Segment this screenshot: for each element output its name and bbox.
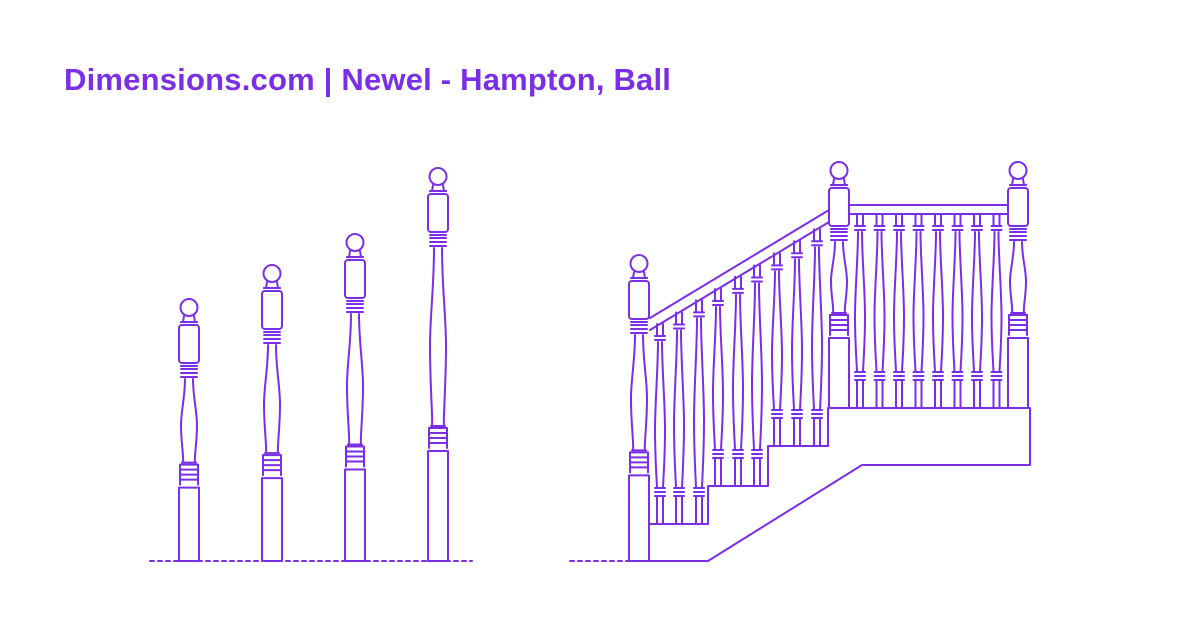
baluster-sloped-7 bbox=[771, 252, 783, 447]
handrail-sloped bbox=[649, 209, 830, 331]
baluster-sloped-4 bbox=[712, 287, 724, 487]
baluster-sloped-3 bbox=[693, 299, 705, 525]
stair-stringer bbox=[649, 407, 1031, 562]
upper-block bbox=[344, 259, 366, 299]
baluster-level-4 bbox=[912, 213, 925, 409]
base-block bbox=[261, 477, 283, 562]
baluster-sloped-2 bbox=[673, 311, 685, 525]
baluster-sloped-9 bbox=[811, 228, 823, 447]
upper-block bbox=[427, 193, 449, 233]
ball-finial bbox=[428, 167, 448, 186]
base-block bbox=[628, 474, 650, 563]
stair-newel-bottom bbox=[628, 254, 650, 563]
baluster-level-2 bbox=[873, 213, 886, 409]
newel-post-set bbox=[149, 167, 473, 563]
baluster-level-8 bbox=[990, 213, 1003, 409]
base-block bbox=[828, 337, 850, 409]
base-block bbox=[1007, 337, 1029, 409]
upper-block bbox=[828, 187, 850, 227]
upper-block bbox=[261, 290, 283, 330]
ball-finial bbox=[1008, 161, 1028, 180]
newel-post-3 bbox=[344, 233, 366, 562]
newel-post-1 bbox=[178, 298, 200, 563]
stair-newel-landing bbox=[828, 161, 850, 409]
ball-finial bbox=[629, 254, 649, 273]
base-block bbox=[427, 449, 449, 562]
baluster-level-1 bbox=[854, 213, 866, 409]
baluster-sloped-1 bbox=[654, 322, 666, 525]
page-title: Dimensions.com | Newel - Hampton, Ball bbox=[64, 62, 672, 97]
newel-post-4 bbox=[427, 167, 449, 562]
ball-finial bbox=[345, 233, 365, 252]
staircase-elevation bbox=[569, 161, 1031, 563]
stair-newel-top bbox=[1007, 161, 1029, 409]
baluster-sloped-5 bbox=[732, 275, 744, 487]
newel-post-2 bbox=[261, 264, 283, 562]
baluster-sloped-6 bbox=[751, 264, 763, 487]
baluster-level-6 bbox=[951, 213, 964, 409]
upper-block bbox=[178, 324, 200, 364]
ball-finial bbox=[179, 298, 199, 317]
ball-finial bbox=[262, 264, 282, 283]
base-block bbox=[344, 468, 366, 562]
baluster-level-7 bbox=[971, 213, 983, 409]
baluster-sloped-8 bbox=[791, 240, 803, 447]
handrail-level bbox=[849, 204, 1009, 215]
upper-block bbox=[628, 280, 650, 320]
upper-block bbox=[1007, 187, 1029, 227]
base-block bbox=[178, 486, 200, 563]
baluster-level-3 bbox=[893, 213, 905, 409]
ball-finial bbox=[829, 161, 849, 180]
baluster-level-5 bbox=[932, 213, 944, 409]
